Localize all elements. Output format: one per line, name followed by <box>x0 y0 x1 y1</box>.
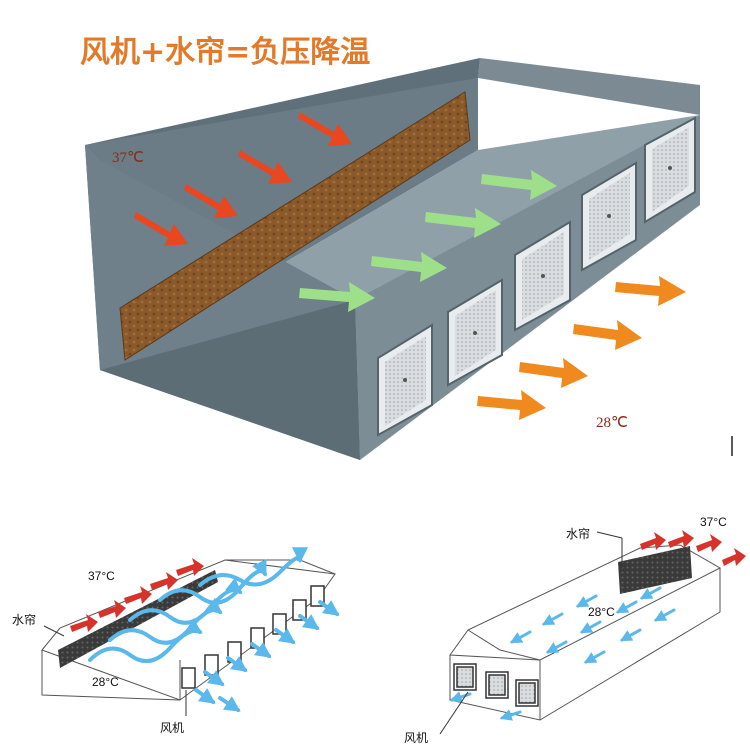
hot-arrow-4 <box>298 112 352 146</box>
far-end-wall <box>478 58 700 115</box>
near-end-shadow <box>100 300 360 460</box>
fan-3 <box>514 220 571 332</box>
cool-arrow-1 <box>299 282 375 312</box>
right-curtain <box>618 546 692 594</box>
left-temp-cool: 28°C <box>92 675 119 689</box>
right-label-curtain: 水帘 <box>566 526 590 541</box>
exhaust-arrow-4 <box>615 276 686 306</box>
fan-4 <box>581 161 637 272</box>
exhaust-arrows <box>477 276 686 420</box>
fan-1 <box>377 323 433 437</box>
fan-5 <box>644 116 696 224</box>
right-label-fan: 风机 <box>404 731 428 745</box>
main-diagram: 风机+水帘=负压降温 <box>80 35 733 460</box>
exhaust-arrow-3 <box>573 320 642 350</box>
main-title: 风机+水帘=负压降温 <box>80 35 370 70</box>
cool-air-arrows <box>299 170 557 312</box>
left-temp-hot: 37°C <box>88 569 115 583</box>
right-diagram: 37°C 28°C 水帘 风机 <box>404 515 746 745</box>
cool-arrow-3 <box>425 208 501 238</box>
hot-air-arrows <box>134 112 352 246</box>
hot-arrow-3 <box>238 150 292 184</box>
right-hot-arrows <box>640 530 746 566</box>
left-label-fan: 风机 <box>160 721 184 735</box>
exhaust-arrow-2 <box>519 358 588 388</box>
right-blue-air <box>449 586 676 721</box>
main-temp-cool: 28℃ <box>596 415 628 431</box>
hot-arrow-2 <box>184 184 238 218</box>
left-label-curtain: 水帘 <box>12 612 36 627</box>
cool-arrow-2 <box>371 252 447 282</box>
left-diagram: 37°C 28°C 水帘 风机 <box>12 547 340 735</box>
right-temp-cool: 28°C <box>588 605 615 619</box>
fan-2 <box>447 278 503 387</box>
left-curtain <box>58 570 218 668</box>
hot-arrow-1 <box>134 212 188 246</box>
main-temp-hot: 37℃ <box>112 150 144 166</box>
cool-arrow-4 <box>481 170 557 200</box>
water-curtain-pad <box>119 91 471 361</box>
left-hot-arrows <box>70 558 204 632</box>
fan-row <box>377 116 696 437</box>
exhaust-arrow-1 <box>477 390 546 420</box>
left-blue-air <box>88 547 340 712</box>
right-temp-hot: 37°C <box>700 515 727 529</box>
right-fans <box>453 663 539 707</box>
